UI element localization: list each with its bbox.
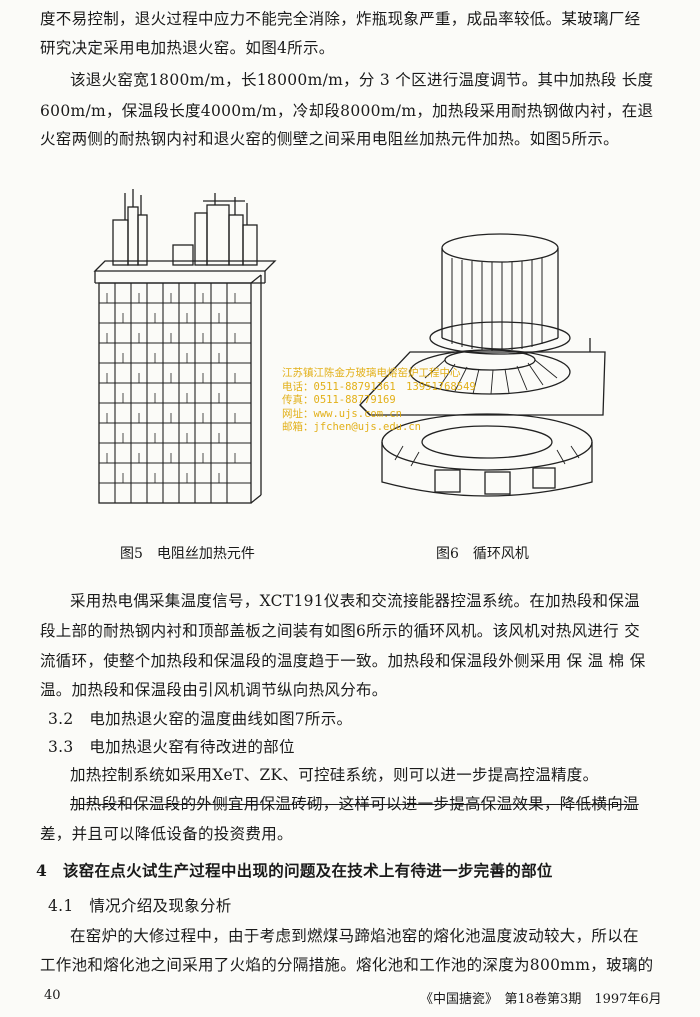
section-4-1-para-1: 在窑炉的大修过程中，由于考虑到燃煤马蹄焰池窑的熔化池温度波动较大，所以在: [70, 927, 639, 945]
figure-5-heating-element: [93, 189, 277, 504]
body-line-5: 火窑两侧的耐热钢内衬和退火窑的侧壁之间采用电阻丝加热元件加热。如图5所示。: [40, 130, 619, 148]
section-4-1-para-2: 工作池和熔化池之间采用了火焰的分隔措施。熔化池和工作池的深度为800mm，玻璃的: [40, 956, 654, 974]
section-3-3-heading: 3.3 电加热退火窑有待改进的部位: [48, 738, 295, 756]
figure-6-caption: 图6 循环风机: [436, 546, 529, 562]
journal-info: 《中国搪瓷》 第18卷第3期 1997年6月: [420, 992, 662, 1007]
figure-5-caption: 图5 电阻丝加热元件: [120, 546, 255, 562]
body-line-9: 温。加热段和保温段由引风机调节纵向热风分布。: [40, 681, 388, 699]
body-line-6: 采用热电偶采集温度信号，XCT191仪表和交流接能器控温系统。在加热段和保温: [70, 592, 640, 610]
section-3-3-para-1: 加热控制系统如采用XeT、ZK、可控硅系统，则可以进一步提高控温精度。: [70, 766, 599, 784]
body-line-4: 600m/m，保温段长度4000m/m，冷却段8000m/m，加热段采用耐热钢做…: [40, 102, 654, 120]
watermark-line-web: 网址：www.ujs.com.cn: [282, 407, 403, 420]
section-4-1-heading: 4.1 情况介绍及现象分析: [48, 897, 232, 915]
contact-watermark: 江苏镇江陈金方玻璃电熔窑炉工程中心 电话：0511-88791361 13951…: [282, 367, 542, 435]
figure-6-circulating-fan: [359, 233, 606, 497]
watermark-line-org: 江苏镇江陈金方玻璃电熔窑炉工程中心: [282, 367, 461, 379]
section-3-3-para-2: 加热段和保温段的外侧宜用保温砖砌，这样可以进一步提高保温效果，降低横向温: [70, 795, 639, 813]
section-3-2-heading: 3.2 电加热退火窑的温度曲线如图7所示。: [48, 710, 353, 728]
watermark-line-email: 邮箱：jfchen@ujs.edu.cn: [282, 421, 421, 434]
body-line-2: 研究决定采用电加热退火窑。如图4所示。: [40, 39, 335, 57]
watermark-line-phone: 电话：0511-88791361 13951768549: [282, 380, 476, 393]
section-4-heading: 4 该窑在点火试生产过程中出现的问题及在技术上有待进一步完善的部位: [36, 861, 553, 880]
page-number: 40: [44, 988, 61, 1003]
body-line-8: 流循环，使整个加热段和保温段的温度趋于一致。加热段和保温段外侧采用 保 温 棉 …: [40, 652, 646, 670]
body-line-3: 该退火窑宽1800m/m，长18000m/m，分 3 个区进行温度调节。其中加热…: [70, 71, 654, 89]
body-line-1: 度不易控制，退火过程中应力不能完全消除，炸瓶现象严重，成品率较低。某玻璃厂经: [40, 10, 641, 28]
watermark-line-fax: 传真：0511-88779169: [282, 394, 396, 407]
section-3-3-para-3: 差，并且可以降低设备的投资费用。: [40, 825, 293, 843]
body-line-7: 段上部的耐热钢内衬和顶部盖板之间装有如图6所示的循环风机。该风机对热风进行 交: [40, 622, 640, 640]
